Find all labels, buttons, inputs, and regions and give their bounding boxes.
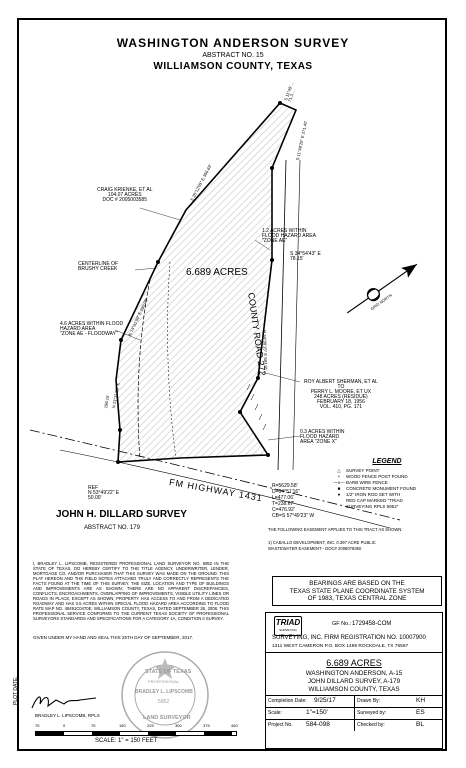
scale-tick: 450: [231, 723, 238, 728]
abstract-number: ABSTRACT NO. 15: [202, 52, 264, 59]
county-road-line-2: [292, 159, 301, 471]
surveyed-by-value: ES: [416, 709, 425, 716]
survey-title: WASHINGTON ANDERSON SURVEY: [116, 36, 350, 50]
legend-text: SURVEY POINT: [346, 468, 380, 473]
company-address: 1311 WEST CAMERON P.O. BOX 1489 ROCKDALE…: [272, 644, 409, 649]
gf-number: 1729458-COM: [352, 621, 392, 627]
survey-points: [116, 101, 282, 464]
scale-tick: 0: [63, 723, 66, 728]
adjoiner-east: ROY ALBERT SHERMAN, ET AL TO PERRY L. MO…: [304, 379, 378, 410]
signature: [31, 696, 97, 709]
legend-text: WOOD FENCE POST FOUND: [346, 474, 408, 479]
legend-text: CONCRETE MONUMENT FOUND: [346, 486, 417, 491]
plot-date-label: PLOT DATE:: [13, 676, 19, 705]
legend: LEGEND △ SURVEY POINT + WOOD FENCE POST FO…: [332, 458, 442, 510]
legend-title: LEGEND: [372, 458, 402, 465]
scale-label-tb: Scale:: [268, 710, 282, 716]
drawn-by-label: Drawn By:: [357, 698, 381, 704]
dillard-survey-title: JOHN H. DILLARD SURVEY: [56, 509, 187, 520]
scale-tick: 225: [147, 723, 154, 728]
seal-ring: PROFESSIONAL: [148, 679, 180, 684]
company-logo: TRIAD SURVEYING: [274, 616, 302, 636]
flood-zone-line: [167, 261, 177, 459]
checked-by-label: Checked by:: [357, 722, 385, 728]
legend-text: BARB WIRE FENCE: [346, 480, 388, 485]
legend-item: ● 1/2" IRON ROD SET WITH RED CAP MARKED "…: [332, 492, 442, 510]
scale-tick: 300: [175, 723, 182, 728]
scale-tick: 150: [119, 723, 126, 728]
given-under-hand: GIVEN UNDER MY HAND AND SEAL THIS 25th D…: [33, 635, 194, 640]
signer-name: BRADLEY L. LIPSCOMB, RPLS: [35, 713, 100, 718]
legend-symbol: +: [337, 474, 341, 479]
flood-zone-ae-label: 1.2 ACRES WITHIN FLOOD HAZARD AREA "ZONE…: [262, 228, 316, 244]
gf-label: GF No.:: [332, 621, 352, 627]
logo-text: TRIAD: [275, 618, 301, 627]
surveyed-by-label: Surveyed by:: [357, 710, 387, 716]
completion-date-value: 9/25/17: [314, 697, 336, 704]
highway-line-1: [29, 429, 401, 521]
border-frame: [17, 18, 447, 751]
county-title: WILLIAMSON COUNTY, TEXAS: [153, 61, 313, 72]
firm-registration: SURVEYING, INC. FIRM REGISTRATION NO. 10…: [272, 635, 426, 641]
plat-drawing: [29, 101, 418, 529]
title-line3: WILLIAMSON COUNTY, TEXAS: [308, 686, 400, 693]
legend-symbol: ●: [337, 492, 341, 497]
creek-line: [137, 279, 151, 461]
east-line-bearing: N 34°08'15" E 587.81': [262, 329, 269, 371]
surveyor-seal: [121, 651, 209, 739]
tract-boundary: [115, 102, 298, 463]
scale-tick: 75: [35, 723, 40, 728]
scale-label: SCALE: 1" = 150 FEET: [95, 738, 158, 744]
county-road-line-1: [277, 159, 287, 471]
title-line2: JOHN DILLARD SURVEY, A-179: [307, 678, 401, 685]
title-acres: 6.689 ACRES: [326, 658, 382, 668]
title-block: TRIAD SURVEYING GF No.: 1729458-COM SURV…: [265, 612, 443, 749]
drawn-by-value: KH: [416, 697, 426, 704]
flood-zone-x-label: 0.3 ACRES WITHIN FLOOD HAZARD AREA "ZONE…: [300, 429, 345, 445]
project-no-label: Project No.: [268, 722, 293, 728]
curve-data: R=5629.58' D=04°51'16" L=477.06' T=238.6…: [272, 483, 315, 519]
leader-lines: [114, 207, 301, 441]
legend-symbol: △: [337, 468, 341, 473]
floodway-label: 4.6 ACRES WITHIN FLOOD HAZARD AREA "ZONE…: [60, 321, 124, 337]
tract-area-label: 6.689 ACRES: [186, 267, 248, 278]
completion-date-label: Completion Date:: [268, 698, 307, 704]
seal-bottom: LAND SURVEYOR: [143, 715, 191, 721]
title-line1: WASHINGTON ANDERSON, A-15: [305, 670, 403, 677]
legend-text: 1/2" IRON ROD SET WITH RED CAP MARKED "T…: [346, 492, 403, 509]
north-arrow-icon: [346, 263, 418, 314]
seal-top: STATE OF TEXAS: [145, 669, 192, 675]
legend-symbol: —x—: [333, 480, 345, 485]
seal-number: 5952: [158, 699, 170, 705]
legend-item: ■ CONCRETE MONUMENT FOUND: [332, 486, 442, 492]
scale-tick: 75: [91, 723, 96, 728]
scale-value: 1"=150': [306, 709, 328, 716]
ref-bearing: REF N 53°49'22" E 50.00': [88, 485, 120, 501]
scale-tick: 375: [203, 723, 210, 728]
bearing-ne-label: S 34°54'43" E 78.15': [290, 251, 321, 262]
bearings-note: BEARINGS ARE BASED ON THE TEXAS STATE PL…: [289, 580, 425, 602]
legend-item: △ SURVEY POINT: [332, 468, 442, 474]
legend-symbol: ■: [337, 486, 341, 491]
legend-item: + WOOD FENCE POST FOUND: [332, 474, 442, 480]
legend-item: —x—BARB WIRE FENCE: [332, 480, 442, 486]
checked-by-value: BL: [416, 721, 424, 728]
scale-bar: 75 0 75 150 225 300 375 450 SCALE: 1" = …: [35, 724, 245, 744]
highway-line-2: [59, 449, 391, 529]
certification-text: I, BRADLEY L. LIPSCOMB, REGISTERED PROFE…: [33, 561, 229, 621]
easement-item: 1) CABALLO DEVELOPMENT, INC. 0.397 ACRE …: [268, 540, 376, 551]
adjoiner-north: CRAIG KRIENKE, ET AL 104.07 ACRES DOC # …: [97, 187, 153, 203]
project-no-value: 584-098: [306, 721, 330, 728]
logo-sub: SURVEYING: [279, 628, 297, 632]
easement-heading: THE FOLLOWING EASEMENT APPLIES TO THIS T…: [268, 527, 403, 532]
dillard-abstract: ABSTRACT NO. 179: [84, 525, 140, 531]
creek-label: CENTERLINE OF BRUSHY CREEK: [78, 261, 119, 272]
fence-marks: [246, 383, 267, 431]
bearings-note-box: [272, 576, 442, 606]
seal-name: BRADLEY L. LIPSCOMB: [135, 689, 193, 695]
